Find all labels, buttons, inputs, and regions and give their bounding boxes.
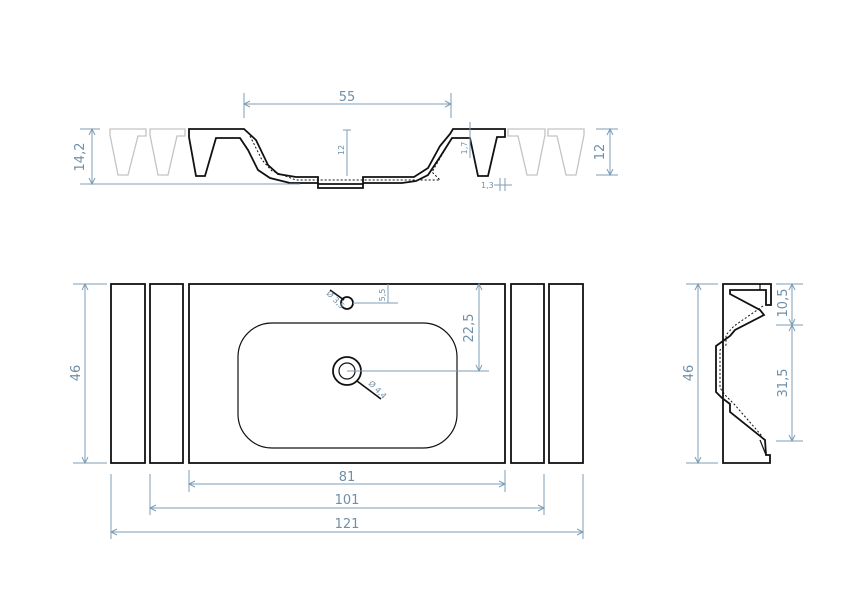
ghost-leg-right-outer <box>547 128 585 176</box>
dim-55-label: 55 <box>339 90 356 105</box>
dim-46-side-arrow-top <box>694 282 702 291</box>
dim-31-5-label: 31,5 <box>776 369 791 398</box>
extension-panel-left-outer <box>110 283 146 464</box>
extension-panel-right-outer <box>548 283 584 464</box>
dim-46-side-arrow-bottom <box>694 456 702 465</box>
front-view: 55 12 1,7 1,3 14,2 12 <box>73 90 618 191</box>
dim-12-right-arrow-bottom <box>606 168 614 177</box>
dim-81-arrow-right <box>498 480 507 488</box>
dim-14-2-arrow-bottom <box>88 177 96 186</box>
basin-bowl <box>237 322 458 449</box>
dim-12-depth-label: 12 <box>337 145 346 155</box>
dim-81-arrow-left <box>187 480 196 488</box>
dim-12-right-arrow-top <box>606 127 614 136</box>
tap-hole-leader <box>329 289 345 301</box>
extension-panel-left-inner <box>149 283 184 464</box>
dim-10-5-label: 10,5 <box>776 289 791 318</box>
dim-1-7-label: 1,7 <box>460 142 469 155</box>
dim-121-label: 121 <box>335 517 360 532</box>
dim-12-right-label: 12 <box>593 144 608 161</box>
ghost-leg-left-outer <box>109 128 147 176</box>
dim-121-arrow-right <box>576 528 585 536</box>
dim-14-2-label: 14,2 <box>73 143 88 172</box>
ghost-leg-right-inner <box>507 128 546 176</box>
basin-inner-dashed <box>249 135 447 181</box>
side-section-outline <box>715 283 772 464</box>
dim-5-5-label: 5,5 <box>378 289 387 302</box>
side-section-dashed <box>719 305 764 437</box>
dim-46-top-label: 46 <box>69 365 84 382</box>
dim-1-3-label: 1,3 <box>481 181 494 190</box>
dim-121-arrow-left <box>109 528 118 536</box>
dim-46-top-arrow-bottom <box>81 456 89 465</box>
dim-46-top-arrow-top <box>81 282 89 291</box>
dim-101-label: 101 <box>335 493 360 508</box>
ghost-leg-left-inner <box>149 128 186 176</box>
extension-panel-right-inner <box>510 283 545 464</box>
dim-101-arrow-left <box>148 504 157 512</box>
dim-22-5-label: 22,5 <box>462 314 477 343</box>
dim-31-5-arrow-bottom <box>788 434 796 443</box>
dim-81-label: 81 <box>339 470 356 485</box>
dim-101-arrow-right <box>537 504 546 512</box>
dim-31-5-arrow-top <box>788 323 796 332</box>
side-view: 46 10,5 31,5 <box>682 282 803 465</box>
top-view: Ø 3,5 5,5 Ø 4,4 22,5 46 81 <box>69 282 585 539</box>
dim-10-5-arrow-top <box>788 282 796 291</box>
dim-14-2-arrow-top <box>88 127 96 136</box>
side-bottom-line <box>759 439 767 456</box>
dim-55-arrow-right <box>444 100 453 108</box>
dim-55-arrow-left <box>242 100 251 108</box>
dim-22-5-arrow-top <box>475 282 483 291</box>
dim-46-side-label: 46 <box>682 365 697 382</box>
basin-top-outline <box>188 283 506 464</box>
drain-leader <box>356 380 382 400</box>
dim-22-5-arrow-bottom <box>475 364 483 373</box>
